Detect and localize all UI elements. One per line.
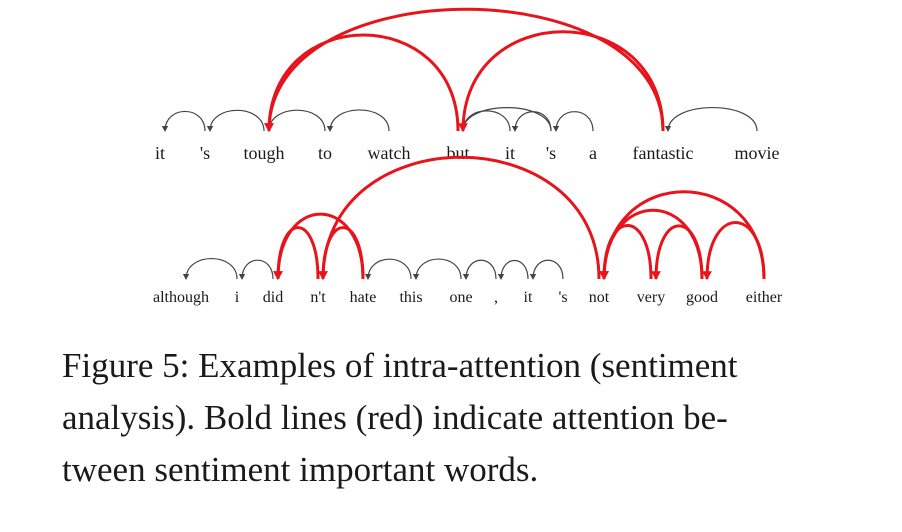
thin-arc-it-to-xs-arrowhead xyxy=(161,126,169,132)
thin-arc-fantastic-to-movie-arrowhead xyxy=(664,126,672,132)
bold-arc-good-to-either xyxy=(705,221,766,280)
thin-arc-xs-to-tough xyxy=(209,109,265,132)
thin-arc-one-to-x xyxy=(465,259,497,280)
thin-arc-it-to-xs-arrowhead xyxy=(529,274,537,280)
s1-token: tough xyxy=(243,143,284,163)
thin-arc-but-to-xs xyxy=(462,107,552,132)
thin-arc-tough-to-to xyxy=(268,109,326,132)
thin-arc-x-to-it xyxy=(500,260,529,280)
thin-arc-it-to-xs xyxy=(514,111,552,132)
s2-token: not xyxy=(589,289,610,306)
thin-arc-xs-to-a xyxy=(555,111,594,132)
sentence-2: although i did n't hate this one, it 's not very go… xyxy=(153,155,783,306)
thin-arc-it-to-xs xyxy=(532,259,564,280)
s1-token: to xyxy=(318,143,332,163)
s2-token: , xyxy=(494,289,498,306)
s1-token: 's xyxy=(200,143,210,163)
thin-arc-to-to-watch-arrowhead xyxy=(326,126,334,132)
s2-token: this xyxy=(399,289,422,306)
bold-arc-did-to-hate xyxy=(276,212,365,280)
thin-arc-i-to-did-arrowhead xyxy=(238,274,246,280)
thin-arc-xs-to-a-arrowhead xyxy=(552,126,560,132)
s1-token: it xyxy=(505,143,515,163)
bold-arc-nxt-to-hate xyxy=(321,226,365,280)
figure-caption: Figure 5: Examples of intra-attention (s… xyxy=(62,340,842,496)
bold-arc-not-to-either-arrowhead xyxy=(599,271,609,280)
s1-token: movie xyxy=(735,143,780,163)
thin-arc-hate-to-this xyxy=(367,258,412,280)
s2-token: 's xyxy=(558,289,567,306)
bold-arc-tough-to-fantastic-arrowhead xyxy=(264,123,274,132)
thin-arc-to-to-watch xyxy=(329,109,390,132)
bold-arc-not-to-very xyxy=(602,224,653,280)
thin-arc-hate-to-this-arrowhead xyxy=(364,274,372,280)
thin-arc-this-to-one-arrowhead xyxy=(412,274,420,280)
bold-arc-very-to-good-arrowhead xyxy=(651,271,661,280)
s2-token: hate xyxy=(350,289,377,306)
thin-arc-although-to-i xyxy=(185,258,238,280)
bold-arc-nxt-to-not xyxy=(321,155,601,280)
thin-arc-it-to-xs-arrowhead xyxy=(511,126,519,132)
bold-arc-did-to-nxt xyxy=(276,226,320,280)
thin-arc-fantastic-to-movie xyxy=(667,107,758,132)
s1-token: watch xyxy=(368,143,411,163)
s1-token: 's xyxy=(546,143,556,163)
bold-arc-very-to-good xyxy=(654,224,704,280)
thin-arc-i-to-did xyxy=(241,259,274,280)
caption-line-2: analysis). Bold lines (red) indicate att… xyxy=(62,398,728,437)
s1-token: a xyxy=(589,143,597,163)
caption-line-3: tween sentiment important words. xyxy=(62,450,539,489)
s2-token: it xyxy=(524,289,533,306)
s2-token: very xyxy=(637,289,665,306)
thin-arc-x-to-it-arrowhead xyxy=(497,274,505,280)
s2-token: did xyxy=(263,289,283,306)
s1-token: fantastic xyxy=(633,143,694,163)
s2-token: i xyxy=(235,289,240,306)
bold-arc-but-to-fantastic xyxy=(461,30,665,132)
s2-token: either xyxy=(746,289,783,306)
bold-arc-not-to-either xyxy=(602,190,766,280)
bold-arc-but-to-fantastic-arrowhead xyxy=(458,123,468,132)
thin-arc-one-to-x-arrowhead xyxy=(462,274,470,280)
bold-arc-not-to-good xyxy=(602,209,704,280)
thin-arc-this-to-one xyxy=(415,258,462,280)
thin-arc-xs-to-tough-arrowhead xyxy=(206,126,214,132)
s2-token: good xyxy=(686,289,718,306)
thin-arc-although-to-i-arrowhead xyxy=(182,274,190,280)
bold-arc-nxt-to-not-arrowhead xyxy=(318,271,328,280)
bold-arc-good-to-either-arrowhead xyxy=(702,271,712,280)
thin-arc-but-to-it xyxy=(462,110,511,132)
s2-token: although xyxy=(153,289,209,306)
caption-line-1: Figure 5: Examples of intra-attention (s… xyxy=(62,346,738,385)
s1-token: but xyxy=(446,143,469,163)
attention-diagram: it 's tough to watch but it 's a fantastic movie a… xyxy=(153,7,783,306)
bold-arc-did-to-hate-arrowhead xyxy=(273,271,283,280)
sentence-1: it 's tough to watch but it 's a fantastic movie xyxy=(155,7,780,163)
thin-arc-it-to-xs xyxy=(164,110,206,132)
bold-arc-tough-to-but xyxy=(267,33,460,132)
s2-token: one xyxy=(449,289,472,306)
s1-token: it xyxy=(155,143,165,163)
s2-token: n't xyxy=(310,289,326,306)
bold-arc-tough-to-fantastic xyxy=(267,7,665,132)
